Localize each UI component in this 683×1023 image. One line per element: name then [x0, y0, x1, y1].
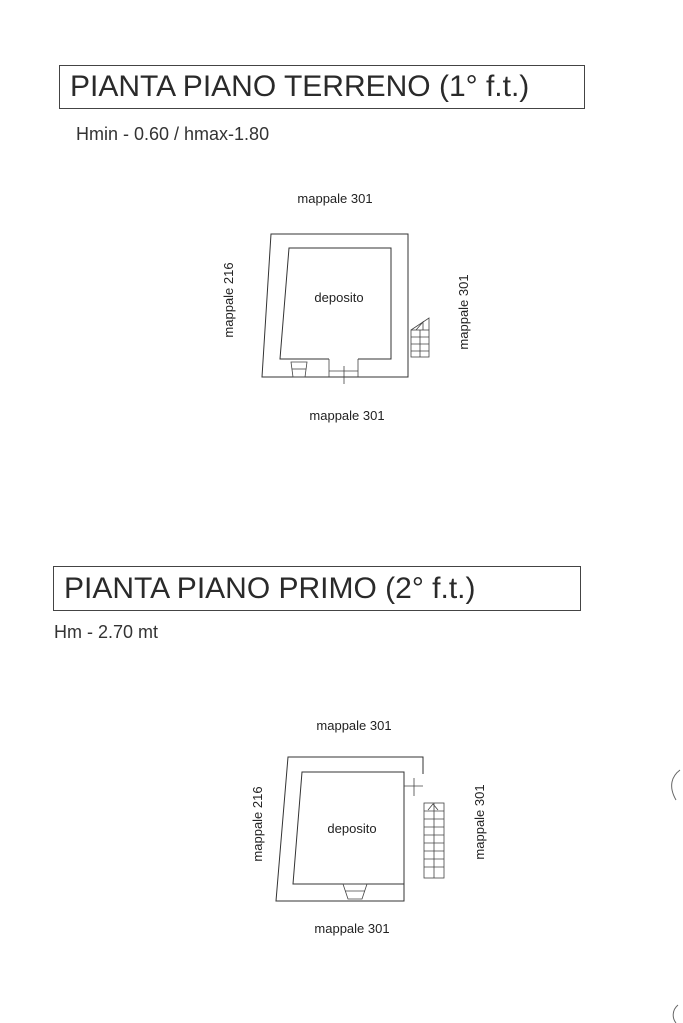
ground-inner-wall — [279, 247, 392, 360]
first-floor-plan: mappale 301 mappale 301 mappale 216 mapp… — [250, 718, 487, 936]
ground-label-bottom: mappale 301 — [309, 408, 384, 423]
ground-floor-heights: Hmin - 0.60 / hmax-1.80 — [76, 124, 270, 144]
ground-external-stairs — [410, 317, 430, 358]
edge-mark-bottom — [672, 1004, 679, 1023]
ground-outer-wall — [261, 233, 409, 378]
first-label-right: mappale 301 — [472, 784, 487, 859]
ground-floor-title: PIANTA PIANO TERRENO (1° f.t.) — [59, 65, 585, 109]
ground-floor-plan: mappale 301 mappale 301 mappale 216 mapp… — [221, 191, 471, 423]
first-internal-stairs — [423, 802, 445, 879]
first-floor-heights: Hm - 2.70 mt — [54, 622, 159, 642]
first-label-left: mappale 216 — [250, 786, 265, 861]
ground-room-label: deposito — [314, 290, 363, 305]
edge-mark-curve — [671, 769, 681, 801]
first-floor-title-text: PIANTA PIANO PRIMO (2° f.t.) — [64, 571, 476, 605]
ground-label-top: mappale 301 — [297, 191, 372, 206]
first-window — [342, 883, 368, 900]
ground-window — [290, 361, 308, 378]
first-label-bottom: mappale 301 — [314, 921, 389, 936]
first-inner-wall — [292, 771, 405, 885]
ground-floor-title-text: PIANTA PIANO TERRENO (1° f.t.) — [70, 70, 530, 103]
ground-label-left: mappale 216 — [221, 262, 236, 337]
ground-label-right: mappale 301 — [456, 274, 471, 349]
first-room-label: deposito — [327, 821, 376, 836]
first-label-top: mappale 301 — [316, 718, 391, 733]
first-floor-title: PIANTA PIANO PRIMO (2° f.t.) — [53, 566, 581, 611]
